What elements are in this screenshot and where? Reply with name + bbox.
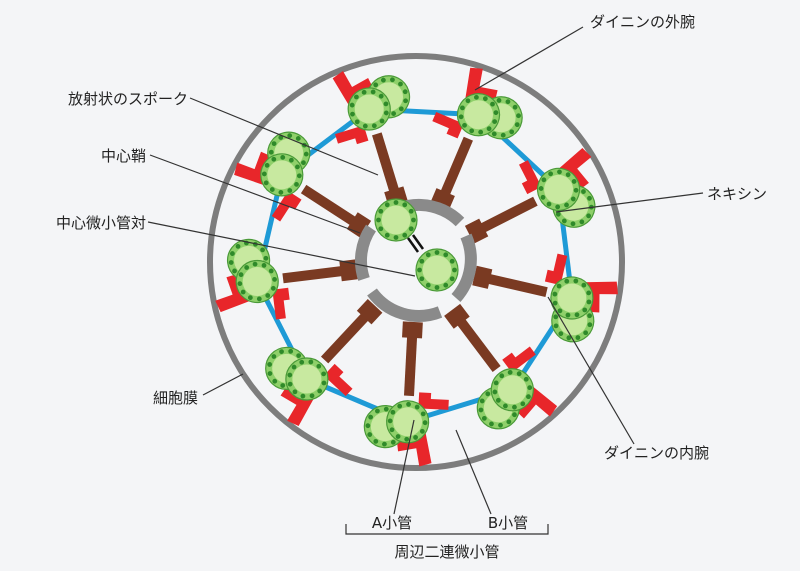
cell-membrane-ring — [207, 53, 625, 471]
label-central-pair: 中心微小管対 — [56, 214, 146, 232]
radial-spoke — [444, 303, 501, 373]
outer-dynein-arm — [465, 67, 498, 103]
radial-spoke — [372, 132, 409, 208]
inner-dynein-arm — [272, 287, 290, 320]
inner-dynein-arm — [544, 253, 568, 286]
label-a-tubule: A小管 — [372, 514, 412, 532]
radial-spoke — [402, 321, 423, 397]
label-nexin: ネキシン — [707, 185, 767, 203]
radial-spoke — [320, 299, 383, 364]
label-inner-dynein: ダイニンの内腕 — [604, 444, 709, 462]
doublet — [362, 392, 449, 467]
label-radial-spoke: 放射状のスポーク — [68, 90, 188, 108]
radial-spoke — [430, 136, 473, 211]
radial-spoke — [282, 259, 358, 284]
radial-spoke — [464, 196, 538, 244]
label-outer-dynein: ダイニンの外腕 — [590, 13, 695, 31]
inner-dynein-arm — [418, 392, 449, 410]
outer-dynein-arm — [557, 148, 592, 191]
label-b-tubule: B小管 — [488, 514, 528, 532]
peripheral-doublets — [215, 67, 618, 467]
doublet — [215, 236, 290, 320]
inner-dynein-arm — [323, 363, 353, 397]
inner-dynein-arm — [519, 160, 542, 195]
radial-spoke — [472, 265, 548, 298]
inner-dynein-arm — [432, 111, 464, 139]
outer-dynein-arm — [332, 71, 374, 107]
central-pair — [374, 198, 459, 292]
doublet — [544, 253, 618, 347]
label-central-sheath: 中心鞘 — [101, 147, 146, 165]
leader-lines — [147, 26, 704, 515]
doublet-bracket — [345, 524, 549, 535]
doublet — [234, 123, 319, 222]
doublet — [519, 148, 603, 236]
doublet — [256, 338, 353, 427]
label-cell-membrane: 細胞膜 — [153, 389, 198, 407]
inner-dynein-arm — [335, 125, 369, 145]
radial-spoke — [300, 184, 372, 238]
doublet — [468, 346, 558, 438]
radial-spokes — [282, 132, 548, 397]
inner-dynein-arm — [502, 346, 536, 373]
doublet — [432, 67, 530, 146]
outer-dynein-arm — [515, 385, 558, 419]
label-doublet: 周辺二連微小管 — [394, 543, 499, 561]
doublet — [332, 69, 416, 145]
